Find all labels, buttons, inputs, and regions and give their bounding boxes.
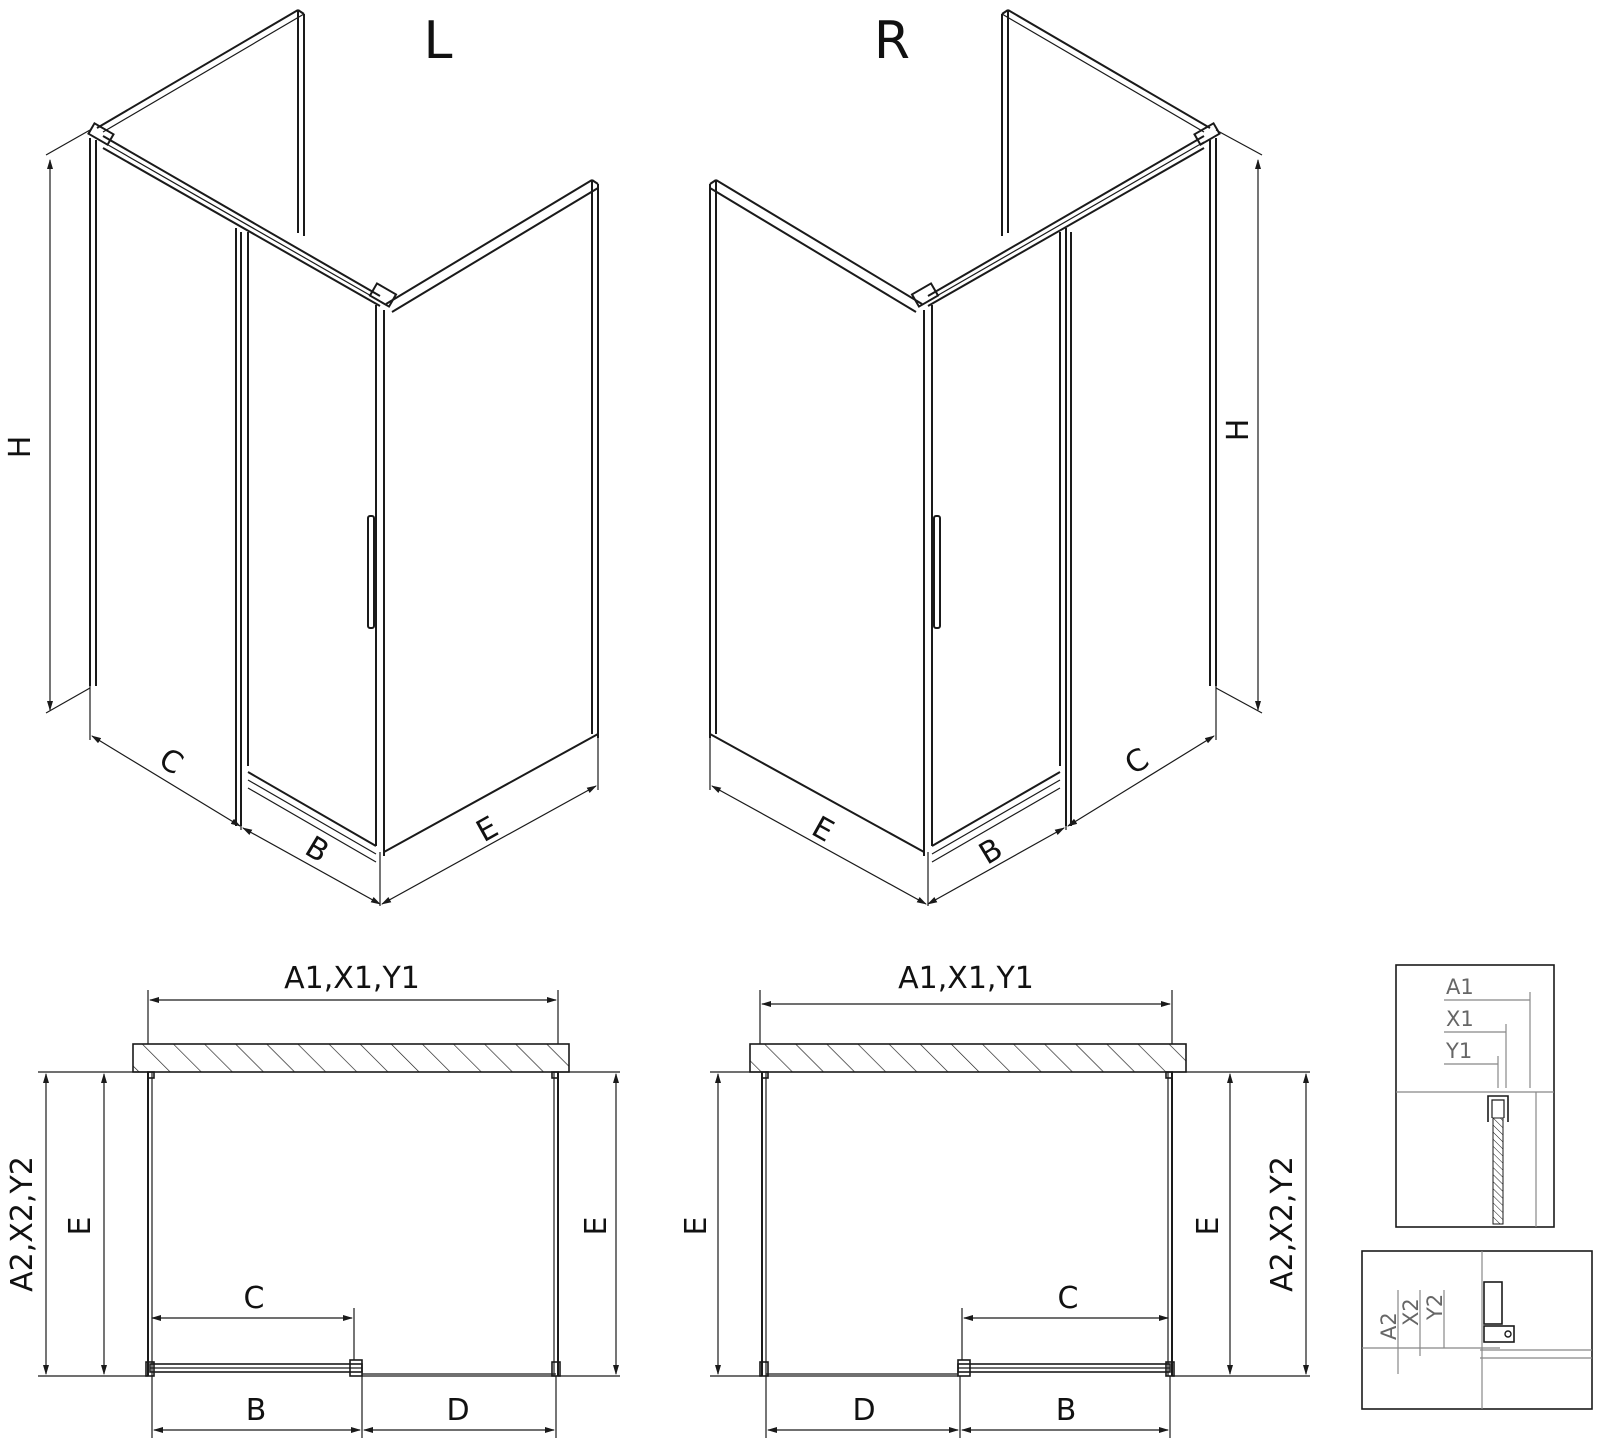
dimensions-iso-right: H C B E (709, 129, 1263, 906)
dim-label-a1-right: A1,X1,Y1 (898, 961, 1034, 996)
detail-label-y1: Y1 (1445, 1039, 1472, 1063)
dim-label-c-plan-left: C (244, 1281, 265, 1316)
wall-hatch-right (749, 1043, 1187, 1073)
sliding-door-left (247, 232, 377, 863)
dim-label-e-right: E (806, 810, 840, 850)
dim-label-d-plan-right: D (852, 1393, 875, 1428)
iso-view-right: R (709, 9, 1263, 906)
dim-label-a2-left: A2,X2,Y2 (5, 1156, 40, 1292)
side-panel-left (383, 179, 599, 856)
plan-view-right: A1,X1,Y1 E E A2,X2,Y2 C D B (679, 961, 1310, 1438)
fixed-panel-left (87, 121, 242, 826)
detail-side: A2 X2 Y2 (1361, 1250, 1593, 1410)
dim-label-a1-left: A1,X1,Y1 (284, 961, 420, 996)
dim-label-e-plan-right-b: E (1191, 1217, 1226, 1236)
dim-label-b-plan-left: B (246, 1393, 267, 1428)
dimensions-iso-left: H C B E (3, 129, 599, 906)
dim-label-h-left: H (3, 436, 38, 459)
dim-label-e-plan-left-a: E (63, 1217, 98, 1236)
detail-label-a2: A2 (1377, 1312, 1401, 1340)
dim-label-e-plan-left-b: E (579, 1217, 614, 1236)
plan-view-left: A1,X1,Y1 A2,X2,Y2 E E (5, 961, 620, 1438)
dim-label-e-left: E (471, 810, 505, 850)
dim-label-h-right: H (1221, 419, 1256, 442)
dim-label-b-plan-right: B (1056, 1393, 1077, 1428)
dim-label-e-plan-right-a: E (679, 1217, 714, 1236)
side-panel-right (709, 179, 925, 856)
view-label-right: R (874, 11, 910, 71)
dim-label-a2-right: A2,X2,Y2 (1265, 1156, 1300, 1292)
detail-label-x1: X1 (1446, 1007, 1474, 1031)
dim-label-b-right: B (973, 832, 1009, 873)
dim-label-d-plan-left: D (446, 1393, 469, 1428)
dim-label-c-plan-right: C (1058, 1281, 1079, 1316)
fixed-panel-right (1065, 121, 1221, 826)
back-panel-right (1001, 9, 1211, 236)
detail-label-y2: Y2 (1423, 1294, 1447, 1321)
wall-hatch-left (132, 1043, 570, 1073)
top-rail-right (910, 135, 1205, 308)
detail-label-a1: A1 (1446, 975, 1474, 999)
view-label-left: L (424, 11, 453, 71)
back-panel-left (96, 9, 305, 236)
detail-top: A1 X1 Y1 (1395, 964, 1555, 1228)
iso-view-left: L (3, 9, 599, 906)
top-rail-left (102, 135, 398, 308)
detail-label-x2: X2 (1399, 1298, 1423, 1326)
sliding-door-right (931, 232, 1061, 863)
